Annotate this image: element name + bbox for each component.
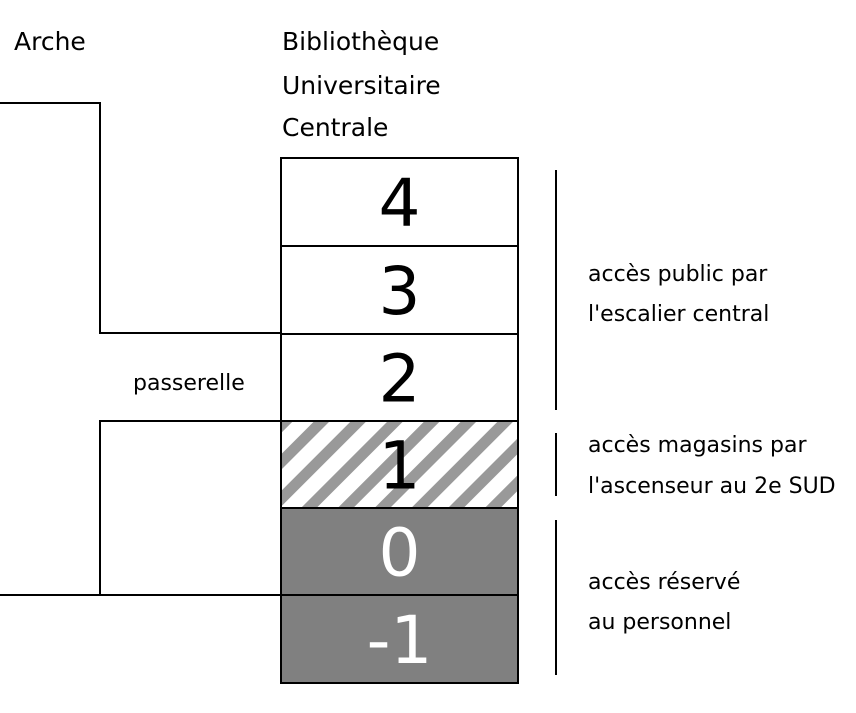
floor-number-2: 2	[379, 341, 421, 418]
floor-stack: 4 3 2 1 0 -1	[280, 157, 519, 684]
access-note-public-line-2: l'escalier central	[588, 302, 769, 327]
library-title-line-1: Bibliothèque	[282, 27, 439, 56]
floor-number-4: 4	[379, 165, 421, 242]
floor-number--1: -1	[367, 602, 433, 679]
floor-number-3: 3	[379, 253, 421, 330]
floor-box-0	[280, 507, 519, 596]
library-title-line-3: Centrale	[282, 113, 388, 142]
access-note-personnel: accès réservé au personnel	[588, 570, 747, 635]
access-note-magasins-line-2: l'ascenseur au 2e SUD	[588, 474, 836, 499]
library-title-line-2: Universitaire	[282, 71, 441, 100]
access-note-magasins-line-1: accès magasins par	[588, 433, 807, 458]
arche-building-outline	[0, 102, 281, 596]
passerelle-label: passerelle	[133, 371, 245, 396]
access-note-public: accès public par l'escalier central	[588, 262, 774, 327]
floor-number-0: 0	[379, 515, 421, 592]
floor-box-1	[280, 420, 519, 509]
floor-number-1: 1	[379, 428, 421, 505]
access-note-public-line-1: accès public par	[588, 262, 768, 287]
floor-box-3	[280, 245, 519, 335]
access-note-magasins: accès magasins par l'ascenseur au 2e SUD	[588, 433, 836, 499]
access-note-personnel-line-2: au personnel	[588, 610, 731, 635]
library-title: Bibliothèque Universitaire Centrale	[282, 27, 449, 142]
floor-box--1	[280, 594, 519, 684]
access-note-personnel-line-1: accès réservé	[588, 570, 740, 595]
arche-label: Arche	[14, 27, 86, 56]
